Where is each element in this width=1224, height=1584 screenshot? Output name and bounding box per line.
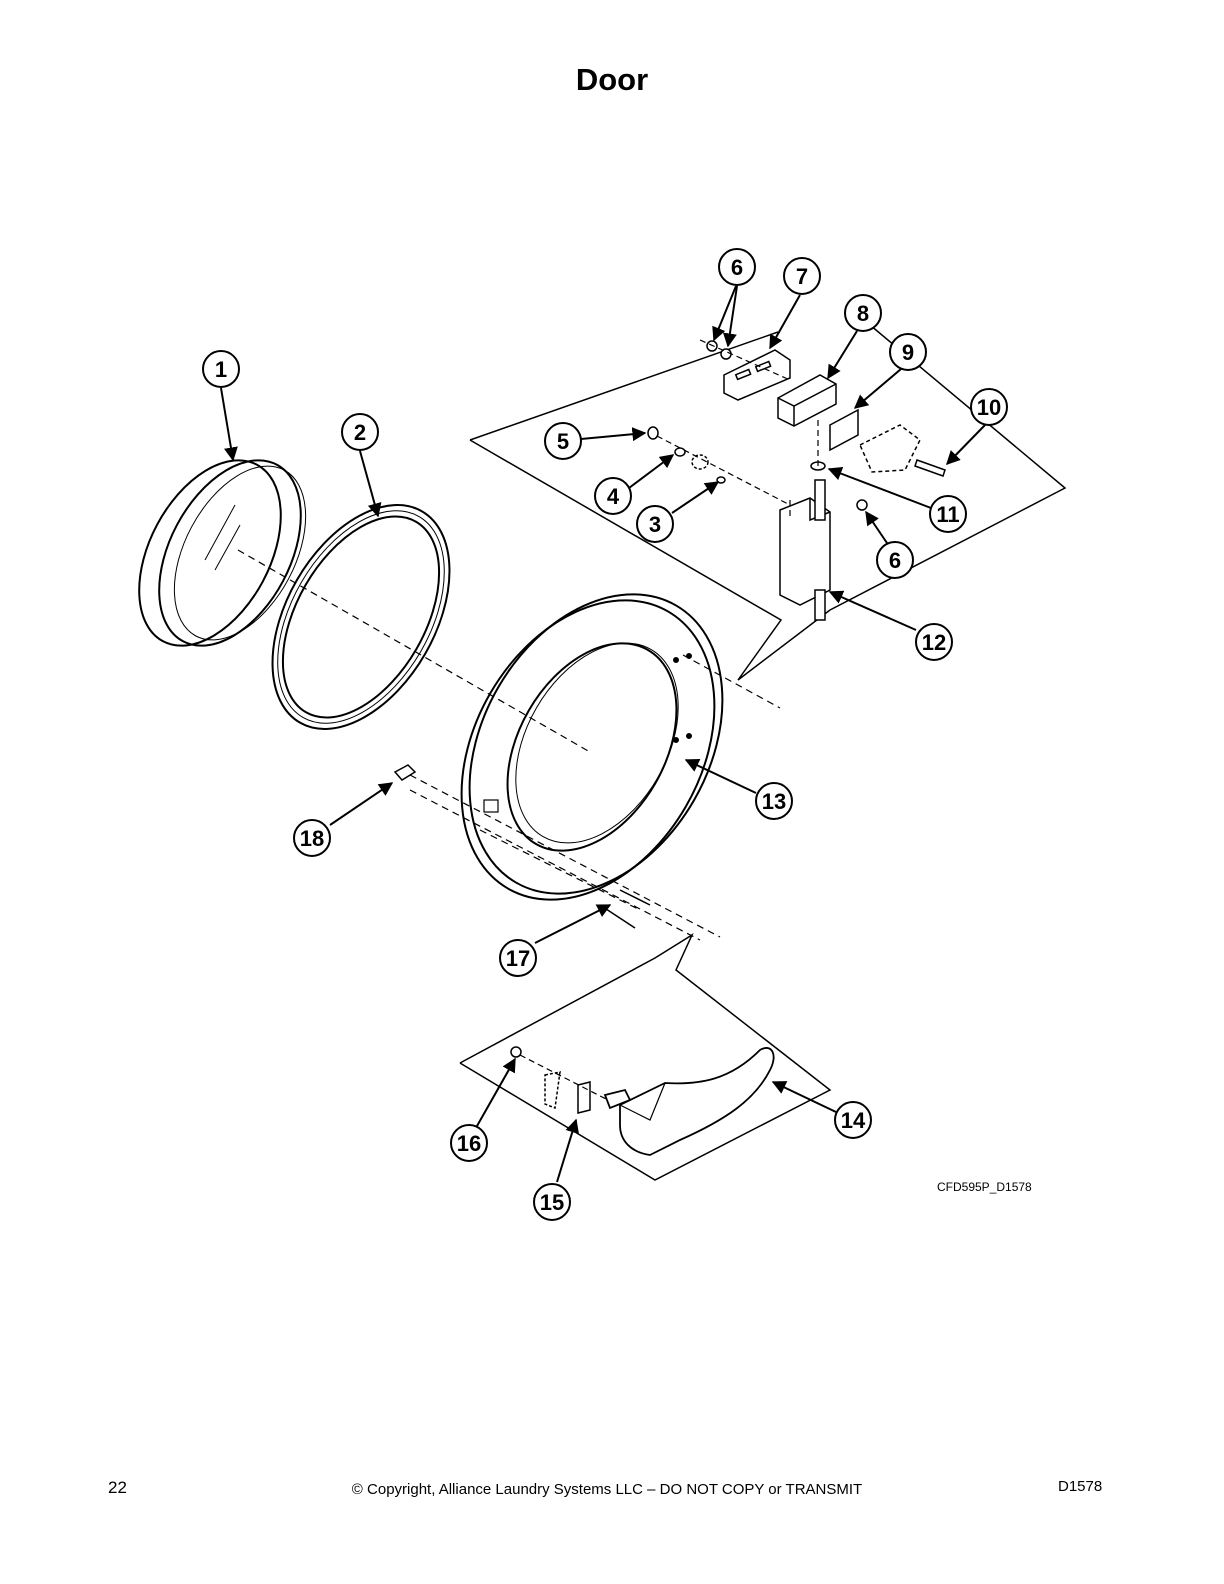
svg-text:11: 11: [936, 502, 959, 527]
callout-18: 18: [293, 819, 331, 857]
copyright-notice: © Copyright, Alliance Laundry Systems LL…: [351, 1481, 863, 1498]
callout-14: 14: [834, 1101, 872, 1139]
callout-6-bottom: 6: [876, 541, 914, 579]
door-strike: [393, 764, 417, 781]
svg-text:2: 2: [354, 420, 366, 445]
callouts: 1 2 3 4 5 6 7 8 9 10 11 6 12 13 14 15 16…: [202, 248, 1008, 1221]
svg-text:3: 3: [649, 512, 661, 537]
callout-16: 16: [450, 1124, 488, 1162]
callout-6-top: 6: [718, 248, 756, 286]
svg-text:6: 6: [731, 255, 743, 280]
callout-1: 1: [202, 350, 240, 388]
svg-text:10: 10: [977, 395, 1001, 420]
svg-text:18: 18: [300, 826, 324, 851]
callout-2: 2: [341, 413, 379, 451]
callout-15: 15: [533, 1183, 571, 1221]
page-number: 22: [108, 1478, 127, 1497]
hinge-block: [777, 374, 837, 427]
handle-clip: [577, 1081, 591, 1114]
hinge-bracket: [723, 349, 791, 401]
svg-text:13: 13: [762, 789, 786, 814]
callout-8: 8: [844, 294, 882, 332]
callout-10: 10: [970, 388, 1008, 426]
handle-detail-panel: [459, 933, 832, 1181]
callout-12: 12: [915, 623, 953, 661]
hinge-parts: [647, 340, 946, 621]
svg-text:8: 8: [857, 301, 869, 326]
hinge-shim: [829, 408, 859, 452]
svg-text:12: 12: [922, 630, 946, 655]
svg-text:7: 7: [796, 264, 808, 289]
drawing-code: CFD595P_D1578: [937, 1180, 1032, 1194]
svg-text:4: 4: [607, 484, 620, 509]
callout-5: 5: [544, 422, 582, 460]
door-handle: [603, 1047, 775, 1156]
callout-17: 17: [499, 939, 537, 977]
svg-text:14: 14: [841, 1108, 866, 1133]
page-title: Door: [575, 62, 649, 97]
document-id: D1578: [1058, 1478, 1103, 1495]
hinge-bolt: [914, 459, 946, 477]
svg-text:15: 15: [540, 1190, 564, 1215]
callout-7: 7: [783, 257, 821, 295]
callout-13: 13: [755, 782, 793, 820]
svg-text:1: 1: [215, 357, 227, 382]
svg-text:9: 9: [902, 340, 914, 365]
door-glass: [138, 459, 307, 647]
door-gasket: [271, 504, 451, 730]
callout-3: 3: [636, 505, 674, 543]
svg-text:5: 5: [557, 429, 569, 454]
callout-11: 11: [929, 495, 967, 533]
door-ring: [460, 593, 724, 901]
svg-text:16: 16: [457, 1131, 481, 1156]
svg-text:17: 17: [506, 946, 530, 971]
callout-9: 9: [889, 333, 927, 371]
svg-text:6: 6: [889, 548, 901, 573]
callout-4: 4: [594, 477, 632, 515]
